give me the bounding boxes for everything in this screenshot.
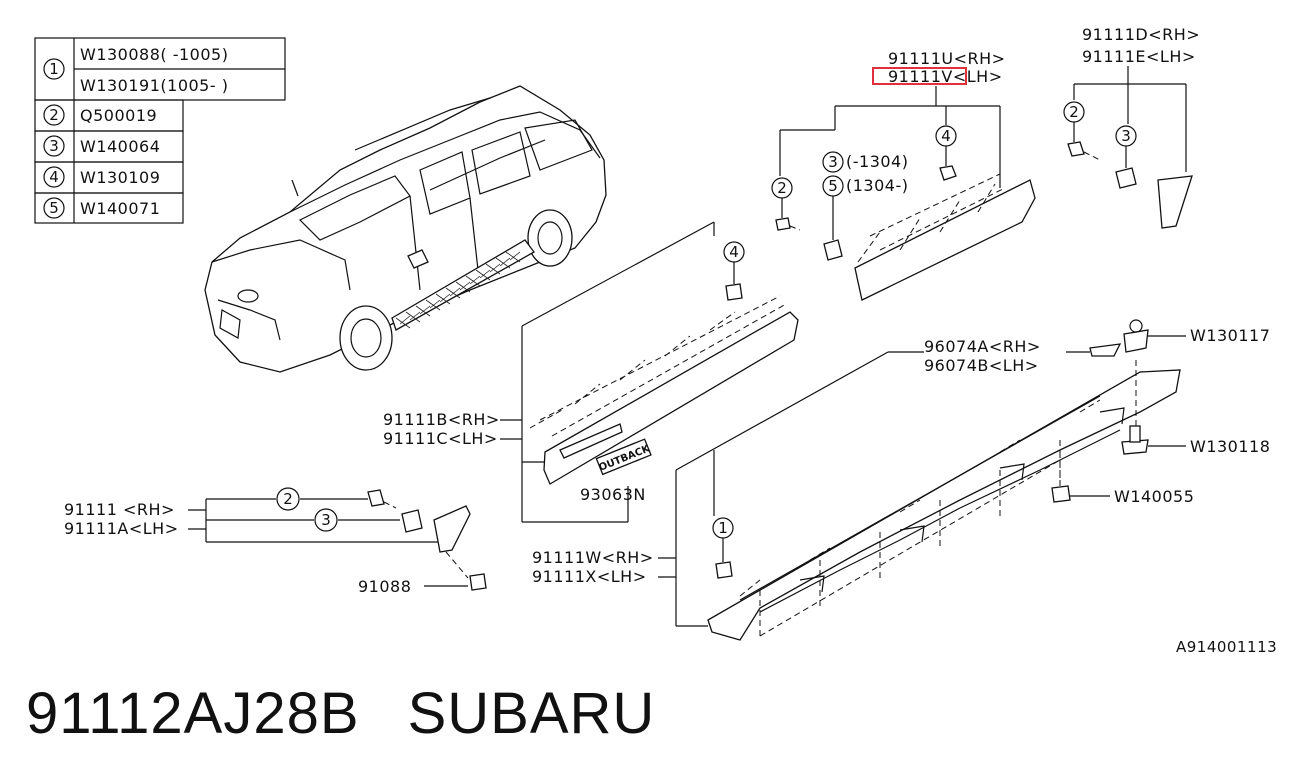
legend-num-5: 5 xyxy=(43,197,65,219)
svg-text:2: 2 xyxy=(777,179,787,197)
label-W130117: W130117 xyxy=(1190,326,1270,345)
svg-text:3: 3 xyxy=(828,153,838,171)
svg-text:1: 1 xyxy=(718,519,728,537)
svg-text:2: 2 xyxy=(1069,103,1079,121)
marker-3: 3 xyxy=(822,151,844,173)
part-91111U-group: 91111U<RH> 91111V<LH> 4 3 (-1304) 5 (130… xyxy=(771,49,1036,301)
marker-4: 4 xyxy=(935,125,957,147)
marker-3: 3 xyxy=(1115,125,1137,147)
svg-text:3: 3 xyxy=(49,137,59,155)
label-91111U: 91111U<RH> xyxy=(888,49,1006,68)
label-91111B: 91111B<RH> xyxy=(383,410,500,429)
marker-2: 2 xyxy=(771,177,793,199)
svg-text:2: 2 xyxy=(283,490,293,508)
label-91111E: 91111E<LH> xyxy=(1082,47,1196,66)
svg-text:4: 4 xyxy=(49,168,59,186)
legend-num-2: 2 xyxy=(43,104,65,126)
label-91111W: 91111W<RH> xyxy=(532,548,654,567)
part-number: 91112AJ28B xyxy=(26,681,360,746)
marker-4: 4 xyxy=(723,241,745,263)
svg-text:5: 5 xyxy=(828,177,838,195)
part-91111B-group: 4 91111B<RH> 91111C<LH> OUTBACK 93063N xyxy=(383,221,799,523)
highlight-box xyxy=(872,67,967,85)
legend-num-3: 3 xyxy=(43,135,65,157)
part-91111W-group: 96074A<RH> 96074B<LH> 1 91111W<RH> 91111… xyxy=(532,319,1270,641)
marker-5: 5 xyxy=(822,175,844,197)
legend-part: W140071 xyxy=(80,199,160,218)
legend-part: W130088( -1005) xyxy=(80,45,228,64)
label-range-3: (-1304) xyxy=(846,152,908,171)
marker-2: 2 xyxy=(1063,101,1085,123)
svg-text:4: 4 xyxy=(941,127,951,145)
label-91111X: 91111X<LH> xyxy=(532,567,647,586)
legend-part: W130191(1005- ) xyxy=(80,76,228,95)
label-91088: 91088 xyxy=(358,577,411,596)
label-93063N: 93063N xyxy=(580,485,646,504)
marker-3: 3 xyxy=(314,508,338,532)
label-96074B: 96074B<LH> xyxy=(924,356,1039,375)
label-91111A: 91111A<LH> xyxy=(64,519,179,538)
svg-text:4: 4 xyxy=(729,243,739,261)
label-91111D: 91111D<RH> xyxy=(1082,25,1200,44)
vehicle-illustration xyxy=(204,85,607,373)
svg-text:1: 1 xyxy=(49,60,59,78)
svg-text:5: 5 xyxy=(49,199,59,217)
label-range-5: (1304-) xyxy=(846,176,908,195)
marker-1: 1 xyxy=(712,517,734,539)
legend-table: 1 W130088( -1005) W130191(1005- ) 2 Q500… xyxy=(34,37,286,224)
legend-part: W130109 xyxy=(80,168,160,187)
legend-num-1: 1 xyxy=(43,58,65,80)
legend-part: Q500019 xyxy=(80,106,157,125)
part-91111D-group: 91111D<RH> 91111E<LH> 2 3 xyxy=(1063,25,1200,229)
svg-text:3: 3 xyxy=(321,511,331,529)
label-W130118: W130118 xyxy=(1190,437,1270,456)
brand-name: SUBARU xyxy=(407,681,656,746)
marker-2: 2 xyxy=(276,487,300,511)
part-91111-group: 91111 <RH> 91111A<LH> 2 3 91088 xyxy=(64,487,487,596)
label-91111V: 91111V<LH> xyxy=(888,67,1003,86)
svg-text:3: 3 xyxy=(1121,127,1131,145)
label-96074A: 96074A<RH> xyxy=(924,337,1041,356)
legend-part: W140064 xyxy=(80,137,160,156)
label-91111C: 91111C<LH> xyxy=(383,429,498,448)
reference-code: A914001113 xyxy=(1176,638,1277,656)
legend-num-4: 4 xyxy=(43,166,65,188)
footer-caption: 91112AJ28B SUBARU xyxy=(26,680,703,747)
label-W140055: W140055 xyxy=(1114,487,1194,506)
svg-text:2: 2 xyxy=(49,106,59,124)
label-91111: 91111 <RH> xyxy=(64,500,175,519)
